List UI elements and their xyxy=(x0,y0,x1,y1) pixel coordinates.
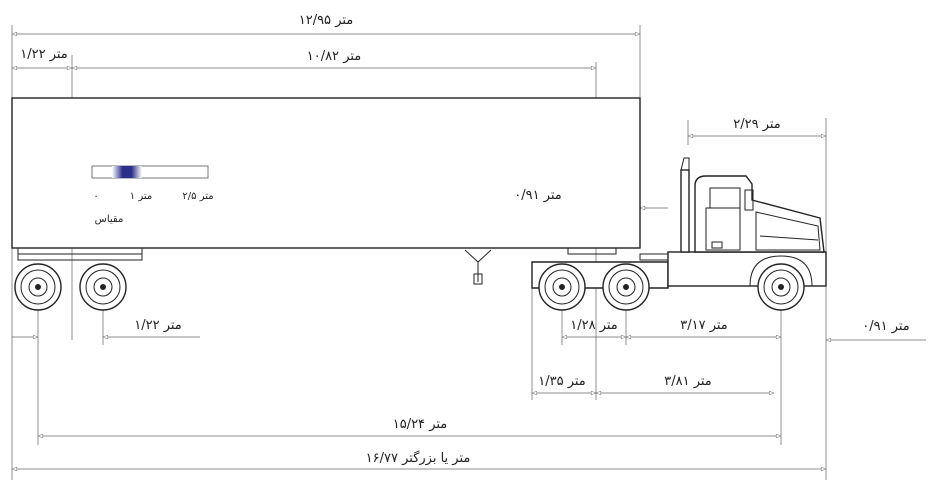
label-tandem-spacing: ۱/۲۸ متر xyxy=(570,318,618,333)
tractor-cab xyxy=(694,175,825,253)
label-rear-axle-spacing: ۱/۲۲ متر xyxy=(134,318,182,333)
scale-tick-2: ۲/۵ متر xyxy=(182,191,213,202)
label-tandem-spacing-b: ۱/۳۵ متر xyxy=(538,374,586,389)
label-tractor-wheelbase-b: ۳/۸۱ متر xyxy=(664,374,712,389)
label-overall-trailer: ۱۲/۹۵ متر xyxy=(299,13,354,28)
dimension-labels: ۱۲/۹۵ متر ۱/۲۲ متر ۱۰/۸۲ متر ۲/۲۹ متر ۰/… xyxy=(20,13,910,466)
label-tractor-front: ۲/۲۹ متر xyxy=(733,117,781,132)
label-axle-span: ۱۵/۲۴ متر xyxy=(393,417,448,432)
tractor-steer-wheel xyxy=(757,263,805,311)
tractor xyxy=(531,157,827,311)
trailer-rear-wheel-2 xyxy=(79,263,127,311)
trailer-rear-wheel-1 xyxy=(14,263,62,311)
label-front-overhang: ۱/۲۲ متر xyxy=(20,47,68,62)
label-overall-length: ۱۶/۷۷ متر یا بزرگتر xyxy=(366,450,471,466)
scale-label: مقیاس xyxy=(95,214,124,225)
label-tractor-wheelbase-a: ۳/۱۷ متر xyxy=(680,318,728,333)
label-kingpin-offset: ۰/۹۱ متر xyxy=(514,188,562,203)
scale-bar: ۰ ۱ متر ۲/۵ متر مقیاس xyxy=(91,165,214,225)
label-front-clearance: ۰/۹۱ متر xyxy=(862,319,910,334)
kingpin-plate xyxy=(567,247,617,255)
tractor-drive-wheel-2 xyxy=(602,263,650,311)
exhaust-stack xyxy=(680,169,690,253)
landing-gear xyxy=(464,249,492,282)
scale-tick-0: ۰ xyxy=(93,191,98,202)
tractor-drive-wheel-1 xyxy=(538,263,586,311)
scale-tick-1: ۱ متر xyxy=(130,191,152,202)
label-trailer-body: ۱۰/۸۲ متر xyxy=(307,49,362,64)
